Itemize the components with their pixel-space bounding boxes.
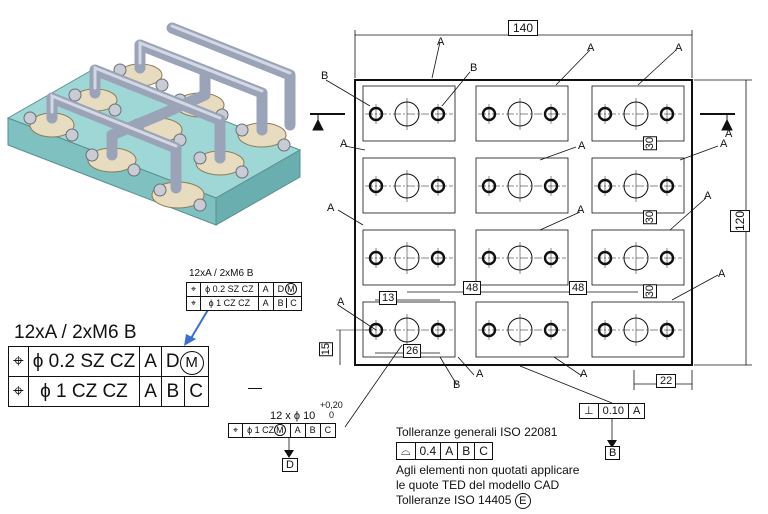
pad-outline (362, 85, 456, 142)
datum-label-a: A (587, 42, 595, 54)
dim-label-48-left: 48 (463, 281, 482, 295)
datum-label-a: A (437, 36, 445, 48)
datum-label-a: A (476, 368, 484, 380)
large-frame-datum: A (139, 376, 162, 407)
large-frame-tol: ϕ 1 CZ CZ (27, 376, 141, 407)
pad-outline (475, 301, 569, 358)
datum-label-a: A (340, 138, 348, 150)
position-icon: ⌖ (227, 423, 244, 438)
pad-outline (591, 85, 685, 142)
note-line2: Agli elementi non quotati applicare (396, 463, 580, 477)
envelope-symbol: E (514, 493, 531, 509)
leader-lines (288, 41, 719, 456)
dim-label-30-a: 30 (643, 136, 657, 151)
hole-tol-lower: 0 (329, 410, 335, 420)
pad-outline (475, 229, 569, 286)
pad-outline (475, 157, 569, 214)
datum-label-a: A (675, 42, 683, 54)
dim-label-15: 15 (319, 342, 333, 357)
profile-datum: B (457, 442, 476, 460)
small-frame-datum: A (257, 282, 274, 297)
note-line4: Tolleranze ISO 14405 E (396, 493, 531, 509)
profile-tol: 0.4 (414, 442, 442, 460)
small-frame-tol: ϕ 1 CZ CZ (200, 296, 259, 311)
hole-frame-datum: A (289, 423, 306, 438)
hole-callout-header: 12 x ϕ 10 (270, 410, 316, 422)
datum-triangle-d (284, 450, 294, 458)
datum-triangle-b (607, 440, 617, 448)
frame-leader (248, 388, 262, 389)
pad-outline (475, 85, 569, 142)
hole-tol-upper: +0,20 (320, 400, 343, 410)
pad-outline (362, 229, 456, 286)
small-frame-datum: B C (272, 296, 302, 311)
large-frame-datum: B (160, 376, 185, 407)
perp-datum: A (628, 403, 646, 419)
small-frame-header: 12xA / 2xM6 B (189, 268, 254, 279)
dim-label-120: 120 (730, 210, 750, 233)
small-frame-datum: A (257, 296, 274, 311)
datum-box-d: D (282, 458, 298, 472)
dim-label-30-b: 30 (643, 210, 657, 225)
datum-label-b: B (453, 379, 461, 391)
dim-label-140: 140 (508, 20, 539, 36)
large-frame-tol: ϕ 0.2 SZ CZ (27, 346, 141, 377)
profile-datum: C (474, 442, 493, 460)
position-icon: ⌖ (8, 376, 29, 407)
dim-label-30-c: 30 (643, 284, 657, 299)
datum-label-a: A (725, 128, 733, 140)
large-frame-datum: A (139, 346, 162, 377)
pad-outline (591, 229, 685, 286)
large-frame-datum: C (183, 376, 209, 407)
datum-label-a: A (720, 138, 728, 150)
perpendicularity-icon: ⊥ (579, 403, 599, 419)
base-plate-right (215, 149, 301, 226)
datum-label-a: A (337, 296, 345, 308)
pipe-loop (166, 22, 296, 131)
position-icon: ⌖ (185, 282, 202, 297)
plate-outline (354, 79, 693, 366)
note-general-tolerances: Tolleranze generali ISO 22081 (396, 425, 558, 439)
datum-label-a: A (327, 202, 335, 214)
profile-datum: A (440, 442, 459, 460)
small-frame-tol: ϕ 0.2 SZ CZ (200, 282, 259, 297)
large-frame-header: 12xA / 2xM6 B (14, 322, 137, 343)
surface-profile-icon: ⌓ (396, 442, 416, 460)
plate-drawing (310, 30, 752, 390)
datum-label-b: B (470, 62, 478, 74)
pipe-cross (106, 66, 211, 161)
datum-label-a: A (718, 268, 726, 280)
pad-outline (591, 157, 685, 214)
pad-grid (362, 85, 685, 358)
position-icon: ⌖ (185, 296, 202, 311)
hole-frame-datum: C (319, 423, 337, 438)
position-icon: ⌖ (8, 346, 29, 377)
perpendicularity-frame: ⊥ 0.10 A (579, 403, 646, 419)
profile-frame: ⌓ 0.4 A B C (396, 442, 493, 460)
hole-frame-datum: B (304, 423, 321, 438)
datum-label-a: A (580, 368, 588, 380)
pad-outline (362, 157, 456, 214)
datum-label-b: B (321, 70, 329, 82)
dim-label-26: 26 (403, 344, 422, 358)
datum-label-a: A (704, 190, 712, 202)
perp-tol: 0.10 (597, 403, 630, 419)
dim-label-48-right: 48 (569, 281, 588, 295)
datum-label-a: A (577, 204, 585, 216)
note-line3: le quote TED del modello CAD (396, 478, 560, 492)
dim-label-22: 22 (656, 374, 677, 388)
isometric-model-view (6, 22, 302, 226)
datum-box-b: B (605, 446, 621, 460)
pad-outline (591, 301, 685, 358)
datum-label-a: A (578, 140, 586, 152)
dim-label-13: 13 (379, 291, 398, 305)
